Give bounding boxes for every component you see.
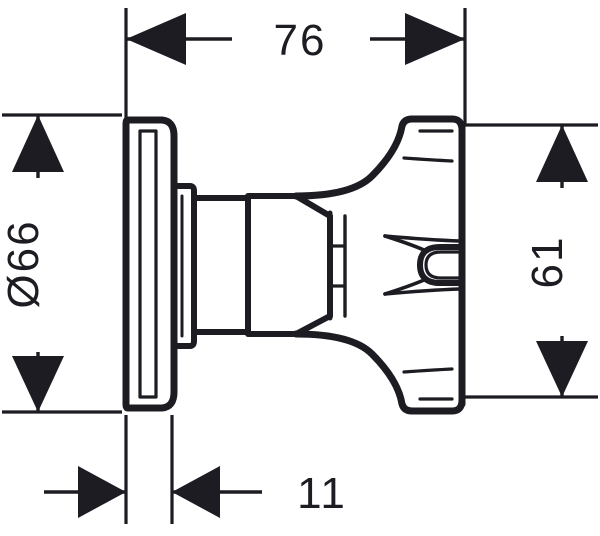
arrowhead-d66-bottom (12, 356, 64, 412)
arrowhead-76-left (126, 13, 186, 65)
dimension-76: 76 (126, 13, 465, 65)
dimension-label-76: 76 (274, 16, 327, 65)
dimension-11: 11 (44, 466, 347, 518)
arrowhead-61-bottom (536, 341, 588, 397)
handle-face-relief-upper (402, 156, 454, 163)
collar-step (173, 183, 197, 349)
arrowhead-61-top (536, 125, 588, 182)
arrowhead-76-right (405, 13, 465, 65)
arrowhead-11-left (78, 466, 126, 518)
dimension-label-11: 11 (297, 469, 347, 518)
escutcheon-inner-relief (138, 129, 158, 399)
arrowhead-d66-top (12, 115, 64, 172)
cross-handle-lower-wing (292, 288, 466, 415)
handle-cap-detail-inner (424, 250, 464, 280)
dimension-d66: Ø66 (0, 115, 64, 412)
product-outline-group (122, 115, 466, 415)
escutcheon-plate (122, 116, 178, 412)
handle-waist-line-upper-b (383, 234, 426, 252)
handle-waist-line-lower-a (383, 287, 462, 296)
handle-cap-detail-outer (417, 244, 465, 286)
handle-waist-line-lower-b (383, 278, 426, 296)
dimension-label-61: 61 (523, 236, 572, 289)
handle-waist-line-upper-a (383, 234, 462, 243)
dimension-label-d66: Ø66 (0, 219, 48, 308)
arrowhead-11-right (172, 466, 220, 518)
dimension-61: 61 (523, 125, 588, 397)
extension-lines-group (2, 8, 598, 524)
cross-handle-upper-wing (292, 115, 466, 242)
handle-face-relief-lower (402, 367, 454, 374)
